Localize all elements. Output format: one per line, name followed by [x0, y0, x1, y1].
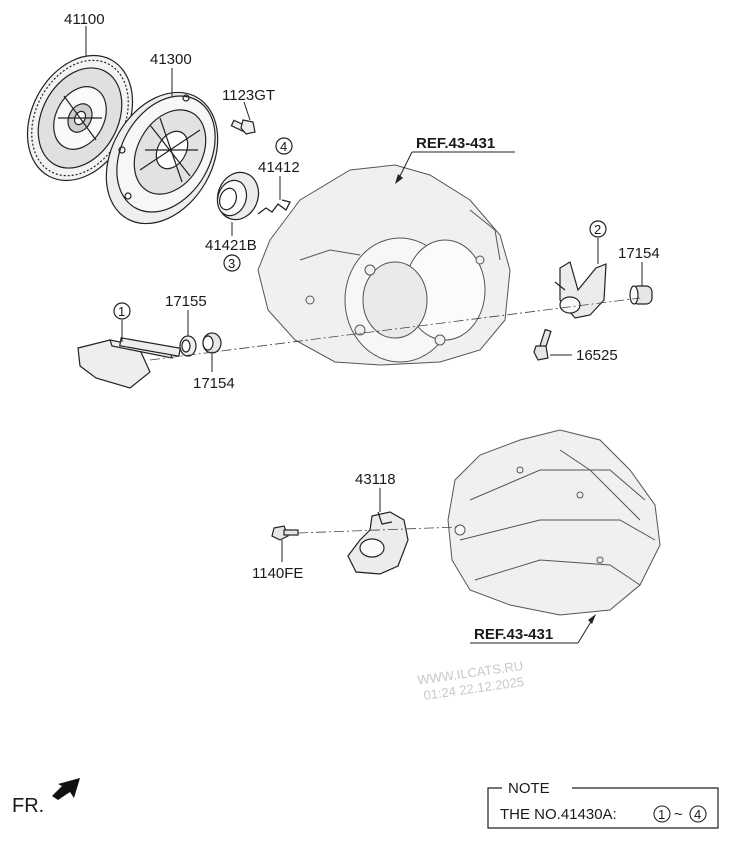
release-fork-drawing — [554, 261, 607, 319]
ref-bottom-leader — [577, 619, 593, 644]
callout-circle-4: 4 — [275, 137, 293, 155]
note-box: NOTE THE NO.41430A: 1 ~ 4 — [487, 780, 719, 829]
svg-text:1: 1 — [118, 304, 125, 319]
bushing-17155-drawing — [179, 335, 197, 357]
bolt-16525-drawing — [533, 328, 552, 361]
note-range-end: 4 — [694, 807, 701, 822]
label-41421b: 41421B — [205, 237, 257, 254]
ref-top-arrowhead — [395, 174, 403, 184]
callout-circle-1: 1 — [113, 302, 131, 320]
bolt-1140fe-drawing — [271, 525, 299, 541]
label-17155: 17155 — [165, 293, 207, 310]
bushing-17154-left-drawing — [202, 332, 222, 354]
label-41412: 41412 — [258, 159, 300, 176]
ref-top-label: REF.43-431 — [416, 135, 495, 152]
transmission-housing-top — [257, 164, 511, 366]
svg-text:4: 4 — [280, 139, 287, 154]
label-43118: 43118 — [355, 471, 396, 488]
front-direction-label: FR. — [12, 795, 44, 817]
clutch-disc-drawing — [26, 54, 134, 182]
bracket-43118-drawing — [347, 511, 409, 575]
transmission-housing-bottom — [447, 429, 661, 616]
watermark: WWW.ILCATS.RU 01:24 22.12.2025 — [416, 658, 525, 703]
release-fork-shaft-drawing — [77, 337, 181, 389]
leader-1123gt — [243, 101, 251, 121]
callout-circle-2: 2 — [589, 220, 607, 238]
callout-circle-3: 3 — [223, 254, 241, 272]
label-41100: 41100 — [64, 11, 105, 28]
clip-41412-drawing — [257, 199, 291, 215]
label-17154-left: 17154 — [193, 375, 235, 392]
pressure-plate-drawing — [105, 91, 219, 225]
ref-bottom-label: REF.43-431 — [474, 626, 553, 643]
note-range-start: 1 — [658, 807, 665, 822]
label-41300: 41300 — [150, 51, 192, 68]
svg-text:3: 3 — [228, 256, 235, 271]
note-title: NOTE — [508, 780, 550, 797]
label-16525: 16525 — [576, 347, 618, 364]
front-direction-arrow-icon — [52, 778, 80, 800]
ref-top-leader — [397, 151, 413, 181]
bushing-17154-right-drawing — [629, 285, 653, 305]
svg-text:2: 2 — [594, 222, 601, 237]
bolt-1123gt-drawing — [230, 119, 256, 135]
label-1140fe: 1140FE — [252, 565, 303, 582]
note-range-sep: ~ — [674, 806, 683, 823]
note-text: THE NO.41430A: — [500, 806, 617, 823]
ref-bottom-arrowhead — [588, 614, 596, 624]
bracket-centerline — [297, 526, 459, 534]
label-17154-right: 17154 — [618, 245, 660, 262]
release-bearing-drawing — [216, 171, 260, 221]
label-1123gt: 1123GT — [222, 87, 275, 104]
